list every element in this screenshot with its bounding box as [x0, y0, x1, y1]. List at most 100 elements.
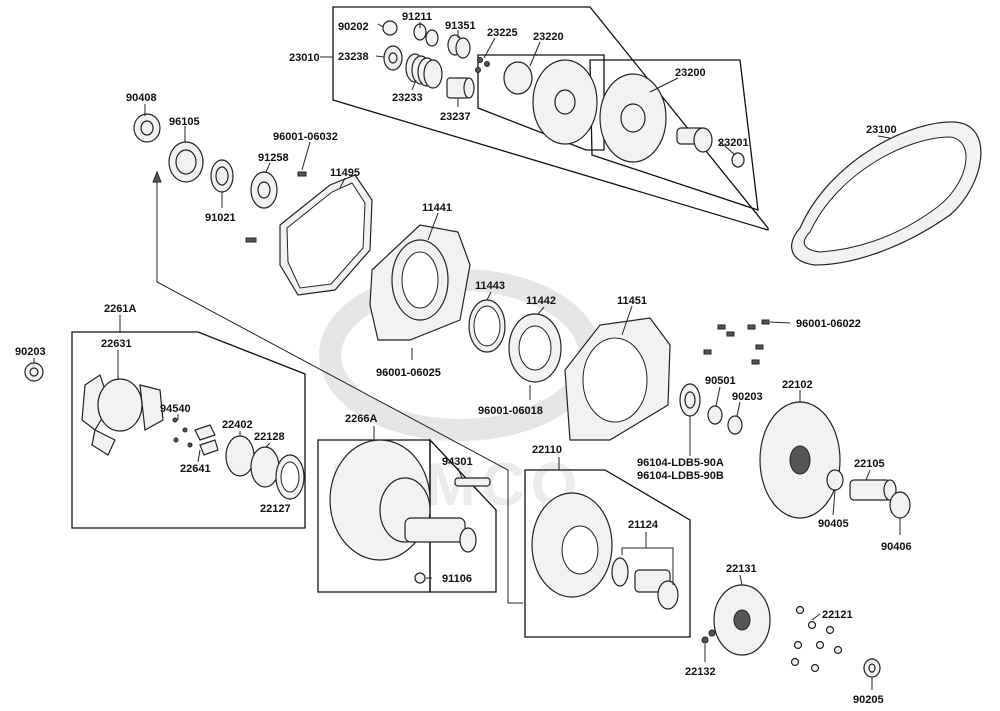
label-96001-06032: 96001-06032	[273, 131, 338, 143]
part-91021	[210, 159, 234, 193]
part-22402	[225, 435, 255, 477]
part-91351	[447, 34, 471, 59]
part-22631-clutch	[81, 374, 164, 456]
label-22131: 22131	[726, 563, 757, 575]
label-90203-right: 90203	[732, 391, 763, 403]
part-90408	[133, 113, 161, 143]
label-22631: 22631	[101, 338, 132, 350]
label-23238: 23238	[338, 51, 369, 63]
clutch-group-box	[332, 6, 769, 231]
part-22102-fan-pulley	[759, 401, 841, 519]
part-23238	[383, 45, 403, 71]
part-2266A-drum	[329, 439, 477, 561]
label-2261A: 2261A	[104, 303, 136, 315]
part-96105	[168, 141, 204, 183]
part-21124	[611, 557, 679, 610]
label-23233: 23233	[392, 92, 423, 104]
label-91258: 91258	[258, 152, 289, 164]
part-22110-pulley	[531, 492, 613, 598]
label-94301: 94301	[442, 456, 473, 468]
label-90406: 90406	[881, 541, 912, 553]
box-2261A	[71, 331, 306, 529]
part-23200-plate	[599, 73, 713, 163]
label-91021: 91021	[205, 212, 236, 224]
part-22121-rollers	[790, 605, 843, 673]
label-90202: 90202	[338, 21, 369, 33]
label-11495: 11495	[330, 167, 360, 179]
label-23200: 23200	[675, 67, 706, 79]
part-94540-pins	[172, 417, 193, 448]
part-91106	[414, 572, 426, 584]
label-90408: 90408	[126, 92, 157, 104]
part-11443	[468, 299, 506, 353]
label-90405: 90405	[818, 518, 849, 530]
label-91211: 91211	[402, 11, 432, 23]
part-11495-gasket	[279, 174, 373, 296]
part-11451-housing	[564, 317, 671, 441]
part-90205	[863, 658, 881, 678]
label-22105: 22105	[854, 458, 885, 470]
label-96104-ldb5-90b: 96104-LDB5-90B	[637, 470, 724, 482]
label-23225: 23225	[487, 27, 518, 39]
box-22110	[524, 469, 691, 638]
label-90501: 90501	[705, 375, 736, 387]
part-94301	[454, 477, 491, 487]
label-23010: 23010	[289, 52, 320, 64]
label-96001-06025: 96001-06025	[376, 367, 441, 379]
part-22128	[250, 446, 280, 488]
part-96001-06032	[245, 171, 307, 243]
label-22132: 22132	[685, 666, 716, 678]
label-23237: 23237	[440, 111, 471, 123]
part-23237	[446, 77, 475, 99]
label-2266A: 2266A	[345, 413, 377, 425]
part-91211	[413, 23, 439, 47]
leader-lines	[33, 22, 901, 690]
part-11441-cover	[369, 224, 471, 341]
part-96104-bearing	[679, 383, 701, 417]
part-23225	[475, 57, 490, 73]
box-23220	[477, 54, 605, 151]
part-23233-spring	[405, 53, 443, 89]
label-22128: 22128	[254, 431, 285, 443]
part-22132	[701, 629, 716, 644]
part-23201	[731, 152, 745, 168]
part-90203-left	[24, 362, 44, 382]
label-11451: 11451	[617, 295, 647, 307]
label-90205: 90205	[853, 694, 884, 706]
label-96104-ldb5-90a: 96104-LDB5-90A	[637, 457, 724, 469]
part-23220-plate	[503, 59, 598, 145]
label-22127: 22127	[260, 503, 291, 515]
label-96001-06018: 96001-06018	[478, 405, 543, 417]
label-23100: 23100	[866, 124, 897, 136]
label-91351: 91351	[445, 20, 476, 32]
label-96105: 96105	[169, 116, 200, 128]
part-90203-right	[727, 415, 743, 435]
leader-arrow-line	[156, 180, 523, 604]
part-22641-springs	[194, 424, 219, 456]
label-22102: 22102	[782, 379, 813, 391]
part-90202	[382, 20, 398, 36]
part-11442	[508, 313, 562, 383]
part-96001-06022	[703, 319, 770, 365]
part-22131-variator	[713, 584, 771, 656]
label-11443: 11443	[475, 280, 505, 292]
label-22402: 22402	[222, 419, 253, 431]
label-96001-06022: 96001-06022	[796, 318, 861, 330]
label-90203-left: 90203	[15, 346, 46, 358]
label-91106: 91106	[442, 573, 472, 585]
part-23100-belt	[791, 121, 982, 266]
part-90501	[707, 405, 723, 425]
label-23201: 23201	[718, 137, 749, 149]
label-23220: 23220	[533, 31, 564, 43]
part-91258	[250, 171, 278, 209]
label-21124: 21124	[628, 519, 659, 531]
label-11441: 11441	[422, 202, 452, 214]
label-22121: 22121	[822, 609, 853, 621]
part-22127	[275, 454, 305, 500]
label-22110: 22110	[532, 444, 562, 456]
label-11442: 11442	[526, 295, 556, 307]
label-22641: 22641	[180, 463, 211, 475]
part-22105	[826, 469, 911, 519]
label-94540: 94540	[160, 403, 191, 415]
